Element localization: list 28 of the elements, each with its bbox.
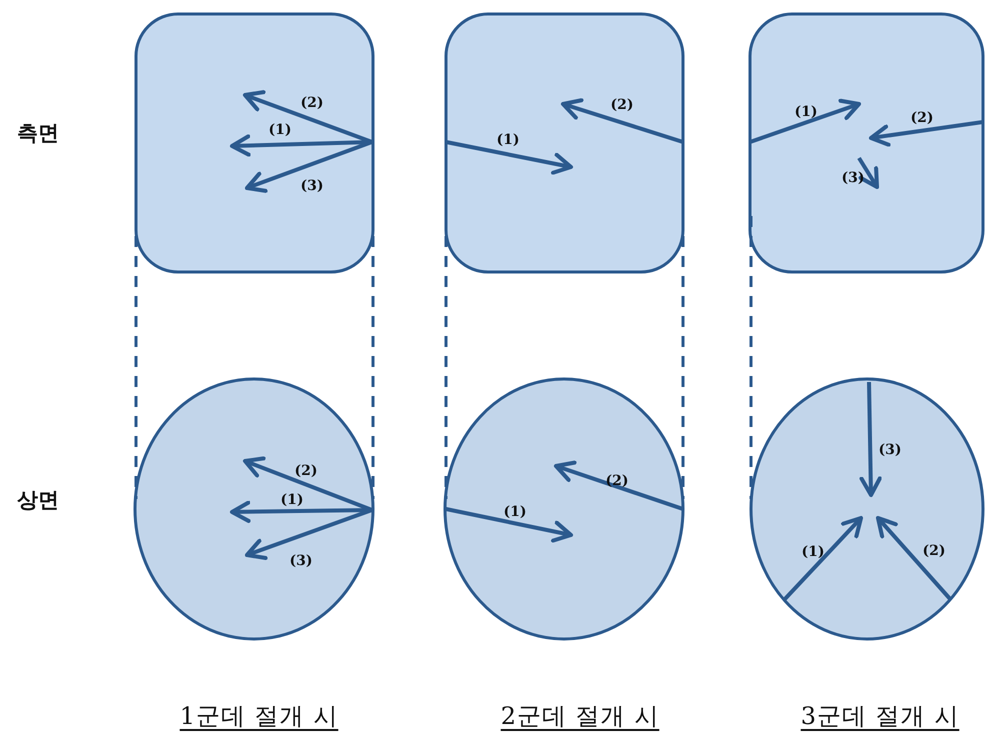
arrow-number: (1) bbox=[496, 132, 520, 148]
arrow-number: (2) bbox=[294, 463, 318, 479]
arrow-number: (2) bbox=[910, 110, 934, 126]
arrow-number: (3) bbox=[878, 442, 902, 458]
arrow-number: (1) bbox=[794, 104, 818, 120]
arrow-number: (1) bbox=[268, 122, 292, 138]
arrow-number: (2) bbox=[606, 473, 628, 489]
arrow-number: (2) bbox=[300, 95, 324, 111]
arrow-number: (2) bbox=[922, 543, 946, 559]
caption: 1군데 절개 시 bbox=[180, 701, 338, 732]
view-label: 상면 bbox=[17, 487, 59, 514]
side-view-shape bbox=[748, 12, 984, 274]
caption: 2군데 절개 시 bbox=[500, 701, 660, 732]
arrow-number: (2) bbox=[610, 97, 634, 113]
view-label: 측면 bbox=[17, 120, 59, 147]
arrow-number: (1) bbox=[504, 504, 526, 520]
side-view-shape bbox=[134, 12, 374, 274]
arrow-number: (1) bbox=[802, 544, 824, 560]
top-view-circle bbox=[444, 378, 684, 640]
arrow-number: (3) bbox=[290, 553, 312, 569]
top-view-circle bbox=[750, 378, 984, 640]
arrow-number: (3) bbox=[300, 178, 324, 194]
side-view-shape bbox=[444, 12, 684, 274]
arrow-number: (1) bbox=[280, 492, 304, 508]
dashed-projection-line bbox=[750, 216, 752, 499]
top-view-circle bbox=[134, 378, 374, 640]
arrow-number: (3) bbox=[842, 170, 864, 186]
caption: 3군데 절개 시 bbox=[800, 701, 960, 732]
